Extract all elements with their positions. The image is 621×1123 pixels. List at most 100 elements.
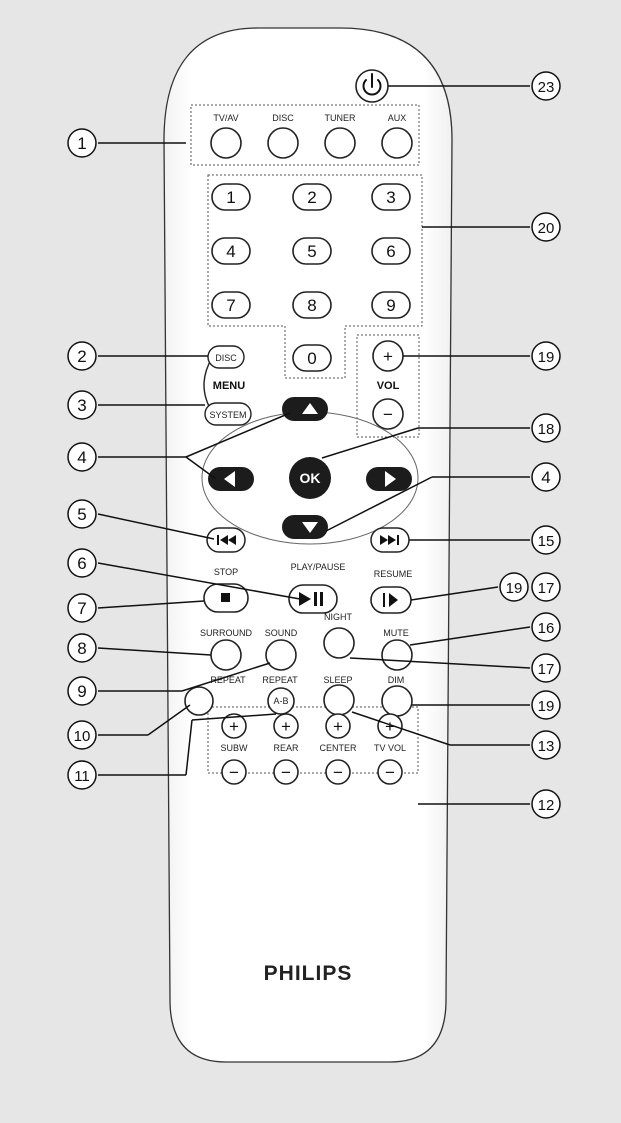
callout-1 bbox=[67, 128, 97, 158]
stop-label: STOP bbox=[214, 567, 238, 577]
digit-5-label: 5 bbox=[307, 242, 316, 261]
vol-minus-button[interactable] bbox=[372, 398, 404, 430]
callout-10 bbox=[67, 720, 97, 750]
next-icon bbox=[380, 535, 399, 545]
repeat-ab-button[interactable] bbox=[267, 687, 295, 715]
play-pause-button[interactable] bbox=[288, 584, 338, 614]
callout-9-text: 9 bbox=[77, 682, 86, 701]
subw-minus-button[interactable] bbox=[221, 759, 247, 785]
tvvol-plus-button[interactable] bbox=[377, 713, 403, 739]
callout-18-text: 18 bbox=[538, 421, 555, 438]
digit-4-button[interactable] bbox=[211, 237, 251, 265]
callout-4-left-text: 4 bbox=[77, 448, 86, 467]
rear-minus-button[interactable] bbox=[273, 759, 299, 785]
ab-label: A-B bbox=[273, 696, 288, 706]
rear-plus-button[interactable] bbox=[273, 713, 299, 739]
rear-plus-sign: + bbox=[281, 717, 291, 736]
ok-button[interactable] bbox=[289, 457, 331, 499]
callout-9 bbox=[67, 676, 97, 706]
digit-6-label: 6 bbox=[386, 242, 395, 261]
digit-1-button[interactable] bbox=[211, 183, 251, 211]
night-button[interactable] bbox=[323, 627, 355, 659]
digit-8-button[interactable] bbox=[292, 291, 332, 319]
callout-17-resume-text: 17 bbox=[538, 580, 555, 597]
callout-16 bbox=[531, 612, 561, 642]
callout-5-text: 5 bbox=[77, 505, 86, 524]
center-minus-sign: − bbox=[333, 763, 343, 782]
digit-5-button[interactable] bbox=[292, 237, 332, 265]
callout-19-vol bbox=[531, 341, 561, 371]
digit-9-button[interactable] bbox=[371, 291, 411, 319]
callout-19-resume-text: 19 bbox=[506, 580, 523, 597]
system-menu-label: SYSTEM bbox=[209, 410, 246, 420]
mute-label: MUTE bbox=[383, 628, 409, 638]
disc-source-button[interactable] bbox=[267, 127, 299, 159]
rear-label: REAR bbox=[273, 743, 299, 753]
repeat-label: REPEAT bbox=[210, 675, 246, 685]
power-button[interactable] bbox=[355, 69, 389, 103]
digit-7-button[interactable] bbox=[211, 291, 251, 319]
remote-body bbox=[163, 27, 453, 1063]
aux-button[interactable] bbox=[381, 127, 413, 159]
subw-plus-button[interactable] bbox=[221, 713, 247, 739]
aux-label: AUX bbox=[388, 113, 407, 123]
prev-icon bbox=[217, 535, 236, 545]
sound-button[interactable] bbox=[265, 639, 297, 671]
dim-label: DIM bbox=[388, 675, 405, 685]
center-minus-button[interactable] bbox=[325, 759, 351, 785]
callout-19-dim-text: 19 bbox=[538, 698, 555, 715]
callout-23 bbox=[531, 71, 561, 101]
tuner-button[interactable] bbox=[324, 127, 356, 159]
disc-menu-label: DISC bbox=[215, 353, 237, 363]
rear-minus-sign: − bbox=[281, 763, 291, 782]
tvvol-minus-button[interactable] bbox=[377, 759, 403, 785]
callout-17-resume bbox=[531, 572, 561, 602]
nav-down-button[interactable] bbox=[282, 515, 328, 539]
digit-0-button[interactable] bbox=[292, 344, 332, 372]
callout-19-vol-text: 19 bbox=[538, 349, 555, 366]
digit-2-button[interactable] bbox=[292, 183, 332, 211]
callout-4-right bbox=[531, 462, 561, 492]
center-plus-button[interactable] bbox=[325, 713, 351, 739]
power-icon bbox=[362, 73, 382, 96]
tvvol-minus-sign: − bbox=[385, 763, 395, 782]
callout-12-text: 12 bbox=[538, 797, 555, 814]
tvav-button[interactable] bbox=[210, 127, 242, 159]
brand-logo: PHILIPS bbox=[264, 962, 353, 985]
callout-2 bbox=[67, 341, 97, 371]
dim-button[interactable] bbox=[381, 685, 413, 717]
sleep-button[interactable] bbox=[323, 684, 355, 716]
callout-19-resume bbox=[499, 572, 529, 602]
surround-button[interactable] bbox=[210, 639, 242, 671]
callout-11 bbox=[67, 760, 97, 790]
center-plus-sign: + bbox=[333, 717, 343, 736]
callout-8 bbox=[67, 633, 97, 663]
digit-0-label: 0 bbox=[307, 349, 316, 368]
system-menu-button[interactable] bbox=[204, 402, 252, 426]
arrow-down-icon bbox=[302, 522, 318, 533]
callout-19-dim bbox=[531, 690, 561, 720]
nav-up-button[interactable] bbox=[282, 397, 328, 421]
callout-11-text: 11 bbox=[74, 768, 90, 785]
leader-lines bbox=[97, 85, 531, 805]
sleep-label: SLEEP bbox=[323, 675, 352, 685]
digit-3-button[interactable] bbox=[371, 183, 411, 211]
group-outlines bbox=[190, 104, 423, 774]
callout-6 bbox=[67, 548, 97, 578]
subw-plus-sign: + bbox=[229, 717, 239, 736]
callout-18 bbox=[531, 413, 561, 443]
callout-8-text: 8 bbox=[77, 639, 86, 658]
disc-menu-button[interactable] bbox=[207, 345, 245, 369]
arrow-up-icon bbox=[302, 403, 318, 414]
callout-13 bbox=[531, 730, 561, 760]
mute-button[interactable] bbox=[381, 639, 413, 671]
repeat-button[interactable] bbox=[184, 686, 214, 716]
tvav-label: TV/AV bbox=[213, 113, 238, 123]
tvvol-plus-sign: + bbox=[385, 717, 395, 736]
digit-4-label: 4 bbox=[226, 242, 235, 261]
callout-10-text: 10 bbox=[74, 728, 91, 745]
digit-9-label: 9 bbox=[386, 296, 395, 315]
digit-6-button[interactable] bbox=[371, 237, 411, 265]
